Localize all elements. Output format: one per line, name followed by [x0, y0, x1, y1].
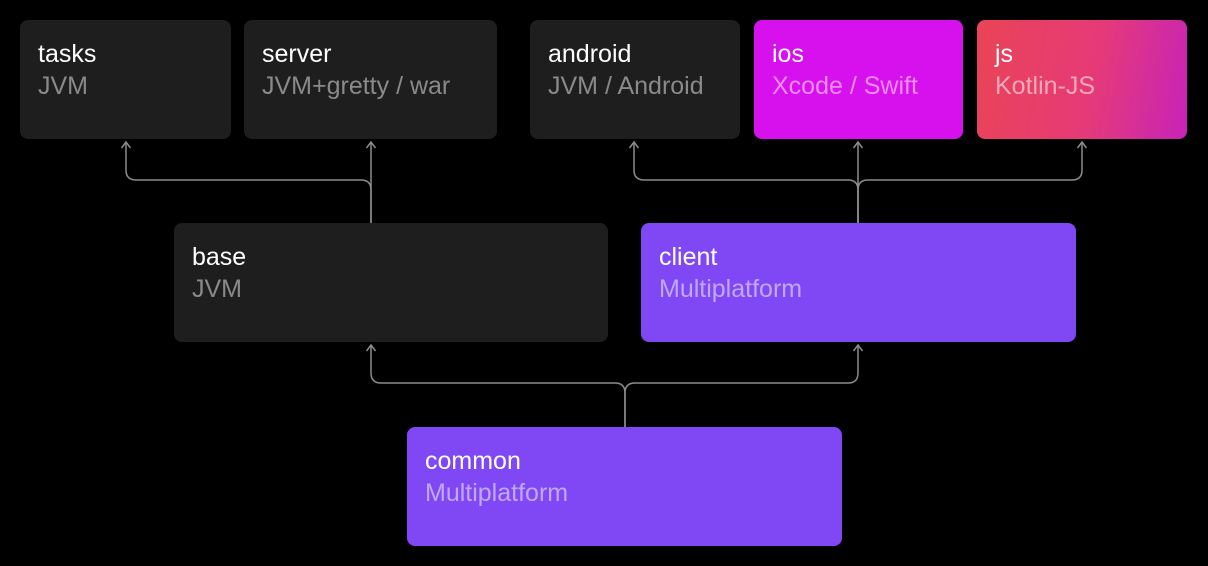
module-common: common Multiplatform	[407, 427, 842, 546]
module-platform: JVM	[192, 275, 242, 303]
arrowhead-ios	[852, 140, 864, 149]
arrowhead-client	[852, 343, 864, 352]
module-name: common	[425, 447, 521, 475]
module-tasks: tasks JVM	[20, 20, 231, 139]
module-ios: ios Xcode / Swift	[754, 20, 963, 139]
module-platform: Multiplatform	[659, 275, 803, 303]
dependency-line-client-to-js	[857, 142, 1083, 223]
module-server: server JVM+gretty / war	[244, 20, 497, 139]
module-name: base	[192, 243, 247, 271]
module-name: android	[548, 40, 632, 68]
module-platform: JVM / Android	[548, 72, 704, 100]
module-name: tasks	[38, 40, 97, 68]
arrowhead-tasks	[120, 140, 132, 149]
dependency-line-client-to-android	[633, 142, 859, 223]
module-name: js	[995, 40, 1014, 68]
module-platform: Multiplatform	[425, 479, 569, 507]
module-platform: JVM+gretty / war	[262, 72, 451, 100]
dependency-line-common-to-base	[370, 345, 626, 427]
module-name: client	[659, 243, 718, 271]
dependency-line-base-to-tasks	[125, 142, 372, 223]
module-platform: Kotlin-JS	[995, 72, 1096, 100]
module-base: base JVM	[174, 223, 608, 342]
module-platform: Xcode / Swift	[772, 72, 918, 100]
arrowhead-android	[628, 140, 640, 149]
module-name: ios	[772, 40, 804, 68]
arrowhead-base	[365, 343, 377, 352]
arrowhead-js	[1076, 140, 1088, 149]
arrowhead-server	[365, 140, 377, 149]
module-android: android JVM / Android	[530, 20, 740, 139]
module-js: js Kotlin-JS	[977, 20, 1187, 139]
module-name: server	[262, 40, 332, 68]
dependency-line-common-to-client	[624, 345, 859, 427]
module-client: client Multiplatform	[641, 223, 1076, 342]
module-platform: JVM	[38, 72, 88, 100]
